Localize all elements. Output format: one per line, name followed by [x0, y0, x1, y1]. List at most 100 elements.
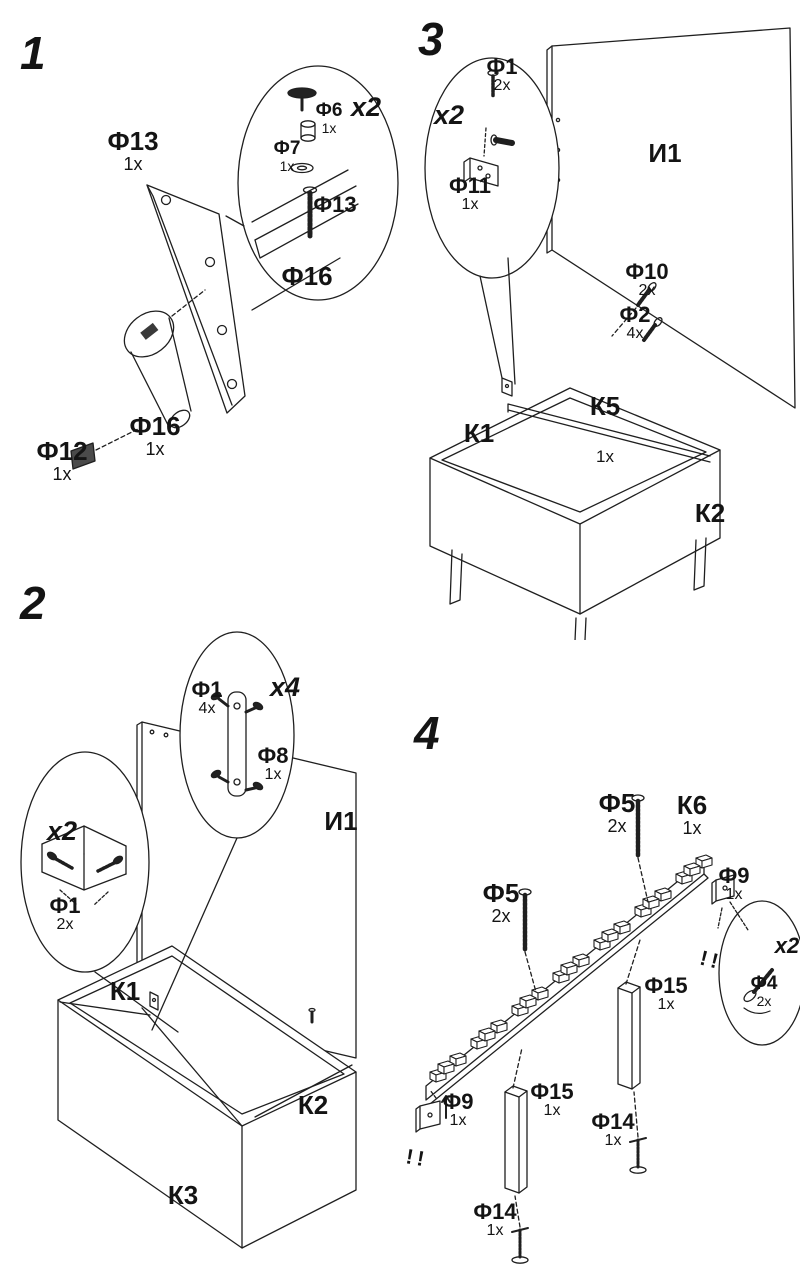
- zoom-multiplier: x4: [269, 672, 301, 702]
- part-name: Ф16: [281, 261, 333, 291]
- clip-bracket-right: [711, 874, 749, 931]
- part-count: 1x: [461, 196, 479, 214]
- part-count: 1x: [486, 1222, 504, 1240]
- part-label-f4: Ф4 2x: [751, 974, 778, 1009]
- part-label-f5-top: Ф5 2x: [598, 788, 636, 836]
- zoom-multiplier: x2: [46, 816, 78, 846]
- part-label-f12: Ф12 1x: [36, 436, 88, 485]
- part-count: 1x: [657, 996, 675, 1014]
- part-name: Ф2: [619, 302, 651, 327]
- part-name: К6: [676, 790, 708, 820]
- part-label-f16-zoom: Ф16: [281, 261, 333, 291]
- step3-zoom-content: [463, 69, 515, 187]
- zoom-multiplier: x2: [774, 933, 800, 958]
- part-name: Ф7: [273, 138, 301, 159]
- part-name: К2: [297, 1090, 329, 1120]
- part-count: 4x: [198, 700, 216, 718]
- bracket-plate: [146, 184, 246, 414]
- part-label-f14-left: Ф14 1x: [473, 1200, 516, 1240]
- part-name: Ф12: [36, 436, 88, 466]
- part-label-f9-right: Ф9 1x: [718, 864, 749, 904]
- part-label-f15-right: Ф15 1x: [644, 974, 687, 1014]
- part-label-f15-left: Ф15 1x: [530, 1080, 573, 1120]
- step-2-number: 2: [20, 577, 46, 629]
- part-name: Ф5: [482, 878, 520, 908]
- part-label-k5: К5: [589, 391, 621, 421]
- part-count: 1x: [123, 154, 143, 175]
- step-2-diagram: [20, 631, 357, 1249]
- part-count: 1x: [725, 886, 743, 904]
- part-label-i1: И1: [324, 807, 357, 835]
- part-name: Ф10: [625, 259, 669, 284]
- part-label-k2: К2: [694, 498, 726, 528]
- part-label-f1-zoom3: Ф1 2x: [486, 55, 517, 95]
- part-name: Ф1: [486, 54, 518, 79]
- part-name: Ф5: [598, 788, 636, 818]
- bed-frame: [429, 377, 721, 640]
- part-label-f8: Ф8 1x: [257, 744, 288, 784]
- part-label-f6: Ф6 1x: [316, 101, 343, 136]
- part-label-f1-corner: Ф1 2x: [49, 894, 80, 934]
- screw-icons: [611, 282, 663, 342]
- part-label-k1: К1: [110, 977, 140, 1005]
- bolt-icon: [302, 186, 318, 239]
- long-screw-icons: [518, 794, 649, 993]
- part-count: 2x: [491, 906, 511, 927]
- leg-post-right: [617, 939, 641, 1090]
- part-count: 1x: [604, 1132, 622, 1150]
- headboard-panel: [546, 27, 796, 409]
- part-label-k3: К3: [167, 1180, 199, 1210]
- step2-zoom-bracket-circle: [179, 631, 295, 839]
- zoom-multiplier: x2: [433, 100, 465, 130]
- part-name: Ф9: [442, 1089, 474, 1114]
- step3-zoom-circle: [424, 57, 560, 279]
- part-label-k1: К1: [464, 419, 494, 447]
- part-name: Ф6: [315, 100, 343, 121]
- part-label-f13-zoom: Ф13: [313, 193, 356, 216]
- part-count: 1x: [52, 464, 72, 485]
- part-count: 1x: [449, 1112, 467, 1130]
- part-label-f10: Ф10 2x: [625, 260, 668, 300]
- step-1-diagram: [70, 65, 399, 470]
- part-label-k6: К6 1x: [676, 790, 708, 839]
- part-label-f2: Ф2 4x: [619, 303, 650, 343]
- knob-icon: [287, 87, 317, 112]
- part-count: 1x: [279, 157, 295, 174]
- step1-zoom-circle: [237, 65, 399, 301]
- part-name: Ф1: [191, 677, 223, 702]
- part-label-k2: К2: [297, 1090, 329, 1120]
- step2-zoom-bracket-content: [210, 691, 264, 797]
- step4-zoom-circle: [718, 900, 800, 1046]
- part-count: 1x: [682, 818, 702, 839]
- part-name: Ф16: [129, 411, 181, 441]
- part-count: 1x: [321, 119, 337, 136]
- part-label-f7: Ф7 1x: [274, 139, 301, 174]
- part-count: 2x: [56, 916, 74, 934]
- step-3-number: 3: [418, 13, 444, 65]
- part-name: К5: [589, 391, 621, 421]
- leg-post-left: [504, 1047, 528, 1194]
- part-label-f9-left: Ф9 1x: [442, 1090, 473, 1130]
- part-name: Ф13: [313, 192, 357, 217]
- part-label-f1-zoom2: Ф1 4x: [191, 678, 222, 718]
- plug-icon: [70, 442, 96, 470]
- part-label-f14-right: Ф14 1x: [591, 1110, 634, 1150]
- part-name: Ф8: [257, 743, 289, 768]
- washer-icon: [290, 162, 314, 174]
- part-count: 1x: [145, 439, 165, 460]
- zoom-multiplier: x2: [350, 92, 382, 122]
- part-label-f16: Ф16 1x: [129, 411, 181, 460]
- part-name: К3: [167, 1180, 199, 1210]
- part-name: И1: [648, 138, 682, 168]
- part-label-i1: И1: [648, 138, 682, 168]
- part-label-f11: Ф11 1x: [449, 174, 491, 214]
- cone-leg: [123, 310, 192, 429]
- part-name: Ф15: [644, 973, 688, 998]
- part-count: 2x: [493, 77, 511, 95]
- step4-zoom-content: [743, 968, 774, 1014]
- part-name: К2: [694, 498, 726, 528]
- step-3-diagram: [424, 27, 796, 640]
- part-count: 1x: [543, 1102, 561, 1120]
- step2-zoom-corner-content: [41, 825, 127, 906]
